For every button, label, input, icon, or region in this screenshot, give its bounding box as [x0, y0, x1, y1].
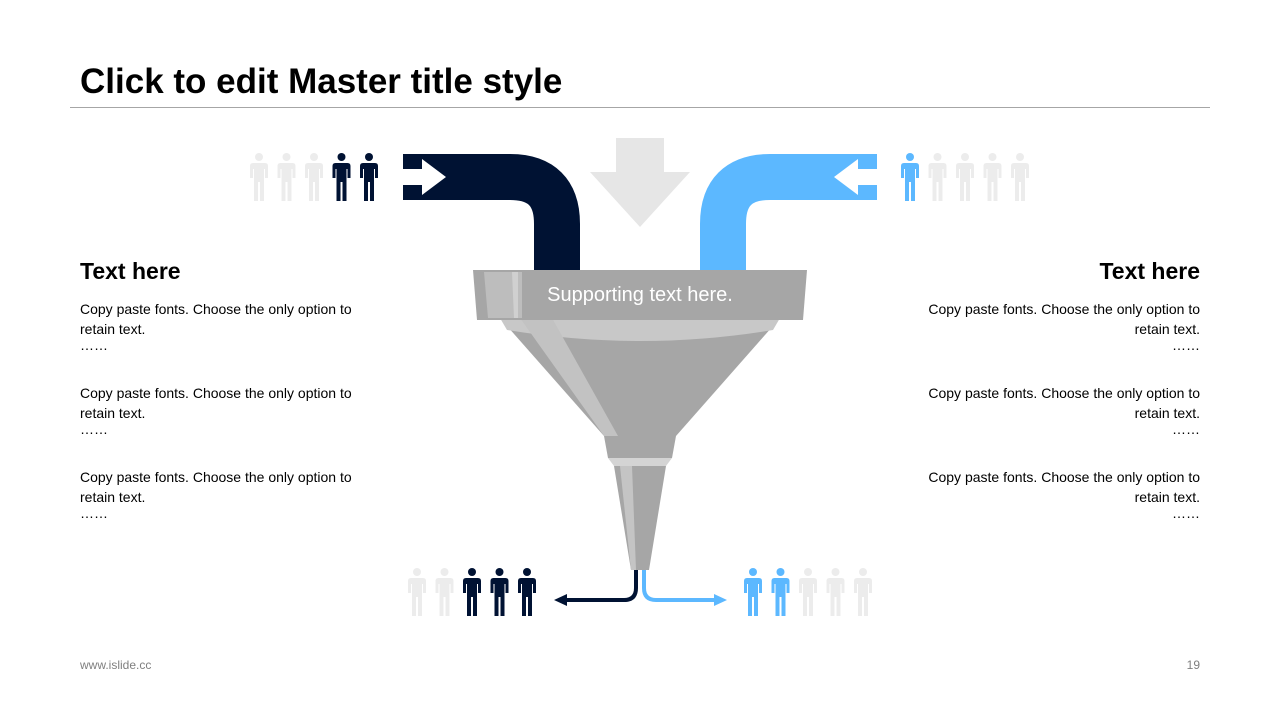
left-paragraph-1-text: Copy paste fonts. Choose the only option…	[80, 301, 352, 337]
person-icon	[799, 568, 817, 616]
left-paragraph-3-text: Copy paste fonts. Choose the only option…	[80, 469, 352, 505]
right-paragraph-2-dots: ……	[1172, 421, 1200, 437]
person-icon	[360, 153, 378, 201]
person-icon	[744, 568, 762, 616]
person-icon	[1011, 153, 1029, 201]
people-group-bottom-left	[408, 568, 536, 616]
person-icon	[901, 153, 919, 201]
person-icon	[928, 153, 947, 201]
right-paragraph-1: Copy paste fonts. Choose the only option…	[900, 299, 1200, 355]
outlet-arrow-left	[565, 570, 638, 602]
funnel-supporting-text: Supporting text here.	[547, 284, 733, 306]
left-paragraph-1: Copy paste fonts. Choose the only option…	[80, 299, 380, 355]
title-divider	[70, 107, 1210, 108]
left-paragraph-1-dots: ……	[80, 337, 108, 353]
pipe-arrow-right-icon	[403, 159, 446, 195]
left-paragraph-3-dots: ……	[80, 505, 108, 521]
person-icon	[826, 568, 845, 616]
funnel-icon	[473, 270, 807, 570]
people-group-top-left	[250, 153, 378, 201]
pipe-arrow-left-icon	[834, 159, 877, 195]
down-arrow-icon	[590, 138, 690, 227]
outlet-arrowhead-right-icon	[714, 594, 727, 606]
right-heading: Text here	[1099, 258, 1200, 284]
right-paragraph-3-text: Copy paste fonts. Choose the only option…	[928, 469, 1200, 505]
person-icon	[305, 153, 323, 201]
outlet-arrowhead-left-icon	[554, 594, 567, 606]
person-icon	[250, 153, 268, 201]
left-heading: Text here	[80, 258, 181, 284]
right-paragraph-1-text: Copy paste fonts. Choose the only option…	[928, 301, 1200, 337]
left-paragraph-2-dots: ……	[80, 421, 108, 437]
person-icon	[408, 568, 426, 616]
person-icon	[435, 568, 454, 616]
person-icon	[490, 568, 509, 616]
person-icon	[463, 568, 481, 616]
right-text-column: Text here Copy paste fonts. Choose the o…	[900, 256, 1200, 551]
left-paragraph-3: Copy paste fonts. Choose the only option…	[80, 467, 380, 523]
person-icon	[771, 568, 790, 616]
right-paragraph-3-dots: ……	[1172, 505, 1200, 521]
people-group-bottom-right	[744, 568, 872, 616]
page-number: 19	[1186, 658, 1200, 672]
right-paragraph-3: Copy paste fonts. Choose the only option…	[900, 467, 1200, 523]
people-group-top-right	[901, 153, 1029, 201]
person-icon	[854, 568, 872, 616]
person-icon	[983, 153, 1002, 201]
footer-url: www.islide.cc	[80, 658, 152, 672]
left-paragraph-2: Copy paste fonts. Choose the only option…	[80, 383, 380, 439]
left-text-column: Text here Copy paste fonts. Choose the o…	[80, 256, 380, 551]
left-input-pipe	[403, 154, 580, 275]
right-paragraph-2-text: Copy paste fonts. Choose the only option…	[928, 385, 1200, 421]
right-input-pipe	[700, 154, 877, 275]
right-paragraph-2: Copy paste fonts. Choose the only option…	[900, 383, 1200, 439]
person-icon	[277, 153, 296, 201]
outlet-arrow-right	[642, 570, 716, 602]
person-icon	[518, 568, 536, 616]
right-paragraph-1-dots: ……	[1172, 337, 1200, 353]
person-icon	[332, 153, 351, 201]
left-paragraph-2-text: Copy paste fonts. Choose the only option…	[80, 385, 352, 421]
slide-title: Click to edit Master title style	[80, 62, 563, 101]
person-icon	[956, 153, 974, 201]
